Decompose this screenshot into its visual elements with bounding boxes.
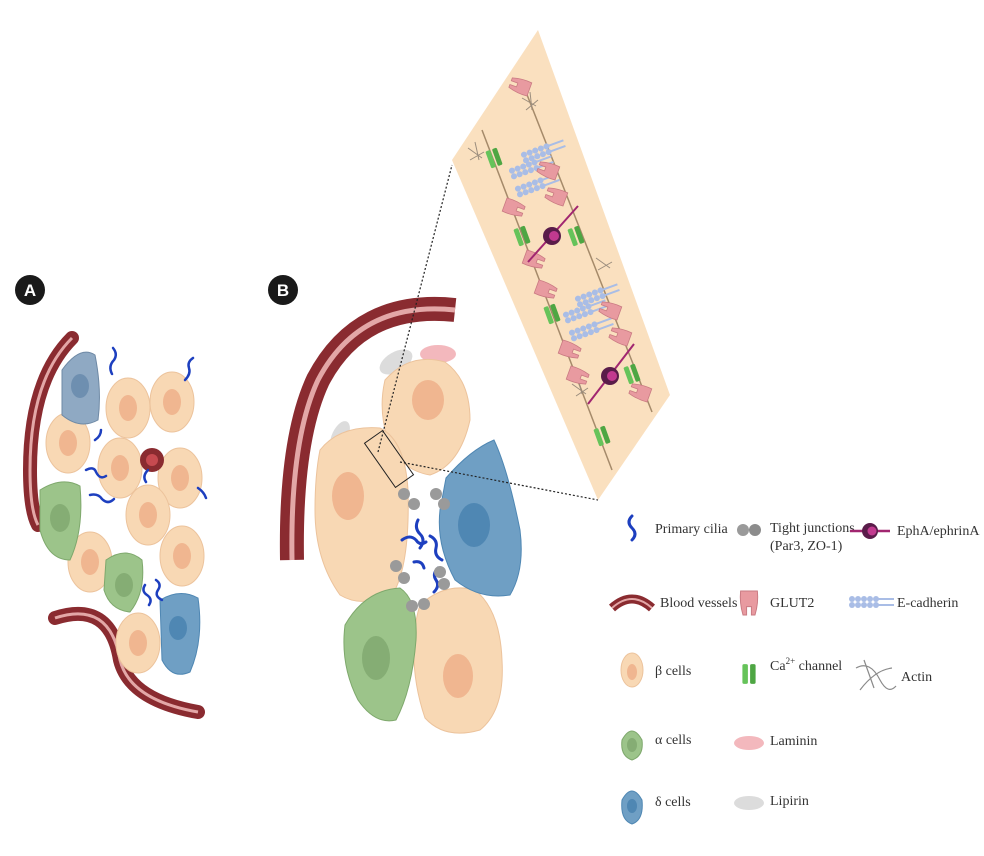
legend-beta-cells: β cells	[655, 664, 691, 679]
actin-icon	[855, 659, 897, 691]
legend-tight-junctions-1: Tight junctions	[770, 521, 855, 536]
alpha-cell-icon	[621, 730, 643, 761]
legend-tight-junctions-2: (Par3, ZO-1)	[770, 539, 843, 554]
legend-laminin: Laminin	[770, 734, 817, 749]
epha-markers	[527, 205, 635, 405]
delta-cell-icon	[621, 790, 643, 825]
primary-cilia-icon	[627, 514, 637, 542]
tight-junctions-b	[390, 488, 450, 612]
panel-b: B	[268, 30, 670, 734]
legend-alpha-cells: α cells	[655, 733, 692, 748]
legend: Primary cilia Blood vessels β cells α ce…	[608, 514, 980, 825]
zoom-region	[363, 429, 415, 489]
tight-junction-icon	[737, 524, 761, 536]
legend-ecadherin: E-cadherin	[897, 596, 958, 611]
glut2-icon	[739, 590, 759, 616]
panel-a-letter: A	[24, 281, 36, 300]
legend-ca-channel: Ca2+ channel	[770, 656, 842, 674]
panel-b-letter: B	[277, 281, 289, 300]
laminin-b1	[420, 345, 456, 363]
membrane-detail	[452, 30, 670, 500]
primary-cilia-a	[84, 346, 208, 607]
legend-lipirin: Lipirin	[770, 794, 809, 809]
legend-delta-cells: δ cells	[655, 795, 691, 810]
ca-channel-icon	[742, 664, 756, 684]
epha-icon	[850, 523, 890, 539]
beta-cell-b-left	[314, 427, 409, 602]
legend-glut2: GLUT2	[770, 596, 814, 611]
legend-blood-vessels: Blood vessels	[660, 596, 737, 611]
legend-primary-cilia: Primary cilia	[655, 522, 728, 537]
beta-cell-icon	[620, 652, 644, 688]
laminin-icon	[734, 736, 764, 750]
actin-filaments	[467, 91, 613, 397]
legend-epha: EphA/ephrinA	[897, 524, 980, 539]
legend-actin: Actin	[901, 670, 932, 685]
panel-a: A	[15, 275, 208, 719]
ecadherin-icon	[848, 595, 895, 609]
lipirin-icon	[734, 796, 764, 810]
